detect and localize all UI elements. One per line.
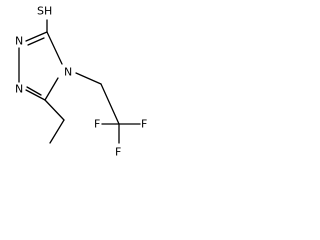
bond-ethyl-ch3: [49, 119, 65, 144]
atom-n1: N: [15, 83, 23, 96]
atom-f-left: F: [94, 118, 100, 131]
bond-c5-n1-double: [26, 86, 42, 96]
bond-n2-c3: [25, 31, 48, 42]
bond-n2-c3-double: [27, 37, 45, 46]
bond-n4-ch2: [75, 72, 102, 85]
bond-c3-n4: [46, 31, 63, 65]
atom-f-bottom: F: [115, 146, 121, 159]
atom-f-right: F: [141, 118, 147, 131]
substituents: [44, 19, 141, 144]
bond-ch2-cf3: [100, 83, 120, 125]
atom-n4: N: [64, 66, 72, 79]
atom-labels: SH N N N F F F: [15, 5, 147, 159]
chemical-structure: SH N N N F F F: [15, 5, 147, 159]
atom-sh: SH: [37, 5, 52, 18]
bond-c5-n1: [25, 89, 46, 101]
bond-n4-c5: [44, 77, 59, 101]
bond-c5-ethyl: [44, 99, 65, 121]
triazole-ring: [18, 31, 63, 101]
atom-n2: N: [15, 35, 23, 48]
